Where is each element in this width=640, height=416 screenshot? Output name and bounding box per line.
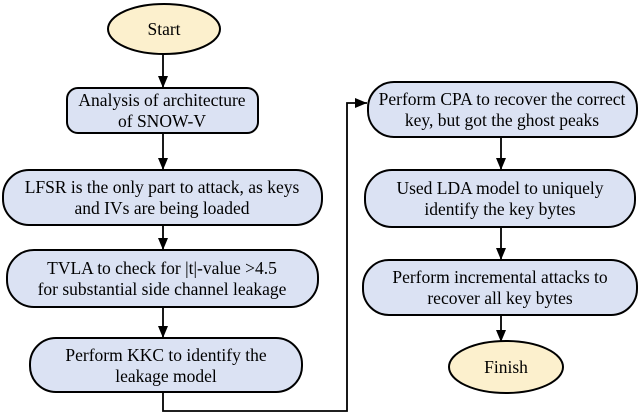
incremental-label-line1: Perform incremental attacks to (392, 267, 608, 287)
arrow-kkc-to-cpa-feedback (162, 98, 367, 412)
node-finish: Finish (448, 340, 564, 394)
lfsr-label-line1: LFSR is the only part to attack, as keys (25, 177, 300, 197)
kkc-label-line1: Perform KKC to identify the (65, 345, 266, 365)
finish-label: Finish (484, 357, 528, 377)
lfsr-process-shape (2, 169, 323, 226)
tvla-label-line2: for substantial side channel leakage (38, 279, 287, 299)
node-kkc: Perform KKC to identify the leakage mode… (29, 337, 303, 393)
tvla-process-shape (6, 249, 319, 308)
cpa-label-line2: key, but got the ghost peaks (405, 110, 599, 130)
kkc-process-shape (29, 337, 303, 393)
node-start: Start (107, 3, 221, 55)
lfsr-label-line2: and IVs are being loaded (75, 198, 250, 218)
node-analysis: Analysis of architecture of SNOW-V (66, 87, 259, 134)
lda-process-shape (364, 169, 636, 228)
finish-terminal-shape (448, 340, 564, 394)
node-cpa: Perform CPA to recover the correct key, … (367, 81, 638, 138)
start-label: Start (147, 19, 180, 39)
node-tvla: TVLA to check for |t|-value >4.5 for sub… (6, 249, 319, 308)
lda-label-line1: Used LDA model to uniquely (396, 178, 603, 198)
incremental-label-line2: recover all key bytes (427, 288, 572, 308)
analysis-process-shape (66, 87, 259, 134)
kkc-label-line2: leakage model (115, 366, 217, 386)
cpa-label-line1: Perform CPA to recover the correct (379, 89, 626, 109)
lda-label-line2: identify the key bytes (424, 199, 575, 219)
cpa-process-shape (367, 81, 638, 138)
node-lfsr: LFSR is the only part to attack, as keys… (2, 169, 323, 226)
start-terminal-shape (107, 3, 221, 55)
analysis-label-line1: Analysis of architecture (78, 90, 245, 110)
tvla-label-line1: TVLA to check for |t|-value >4.5 (47, 258, 277, 278)
edges (158, 54, 506, 412)
incremental-process-shape (362, 259, 638, 316)
node-incremental: Perform incremental attacks to recover a… (362, 259, 638, 316)
analysis-label-line2: of SNOW-V (118, 111, 206, 131)
node-lda: Used LDA model to uniquely identify the … (364, 169, 636, 228)
